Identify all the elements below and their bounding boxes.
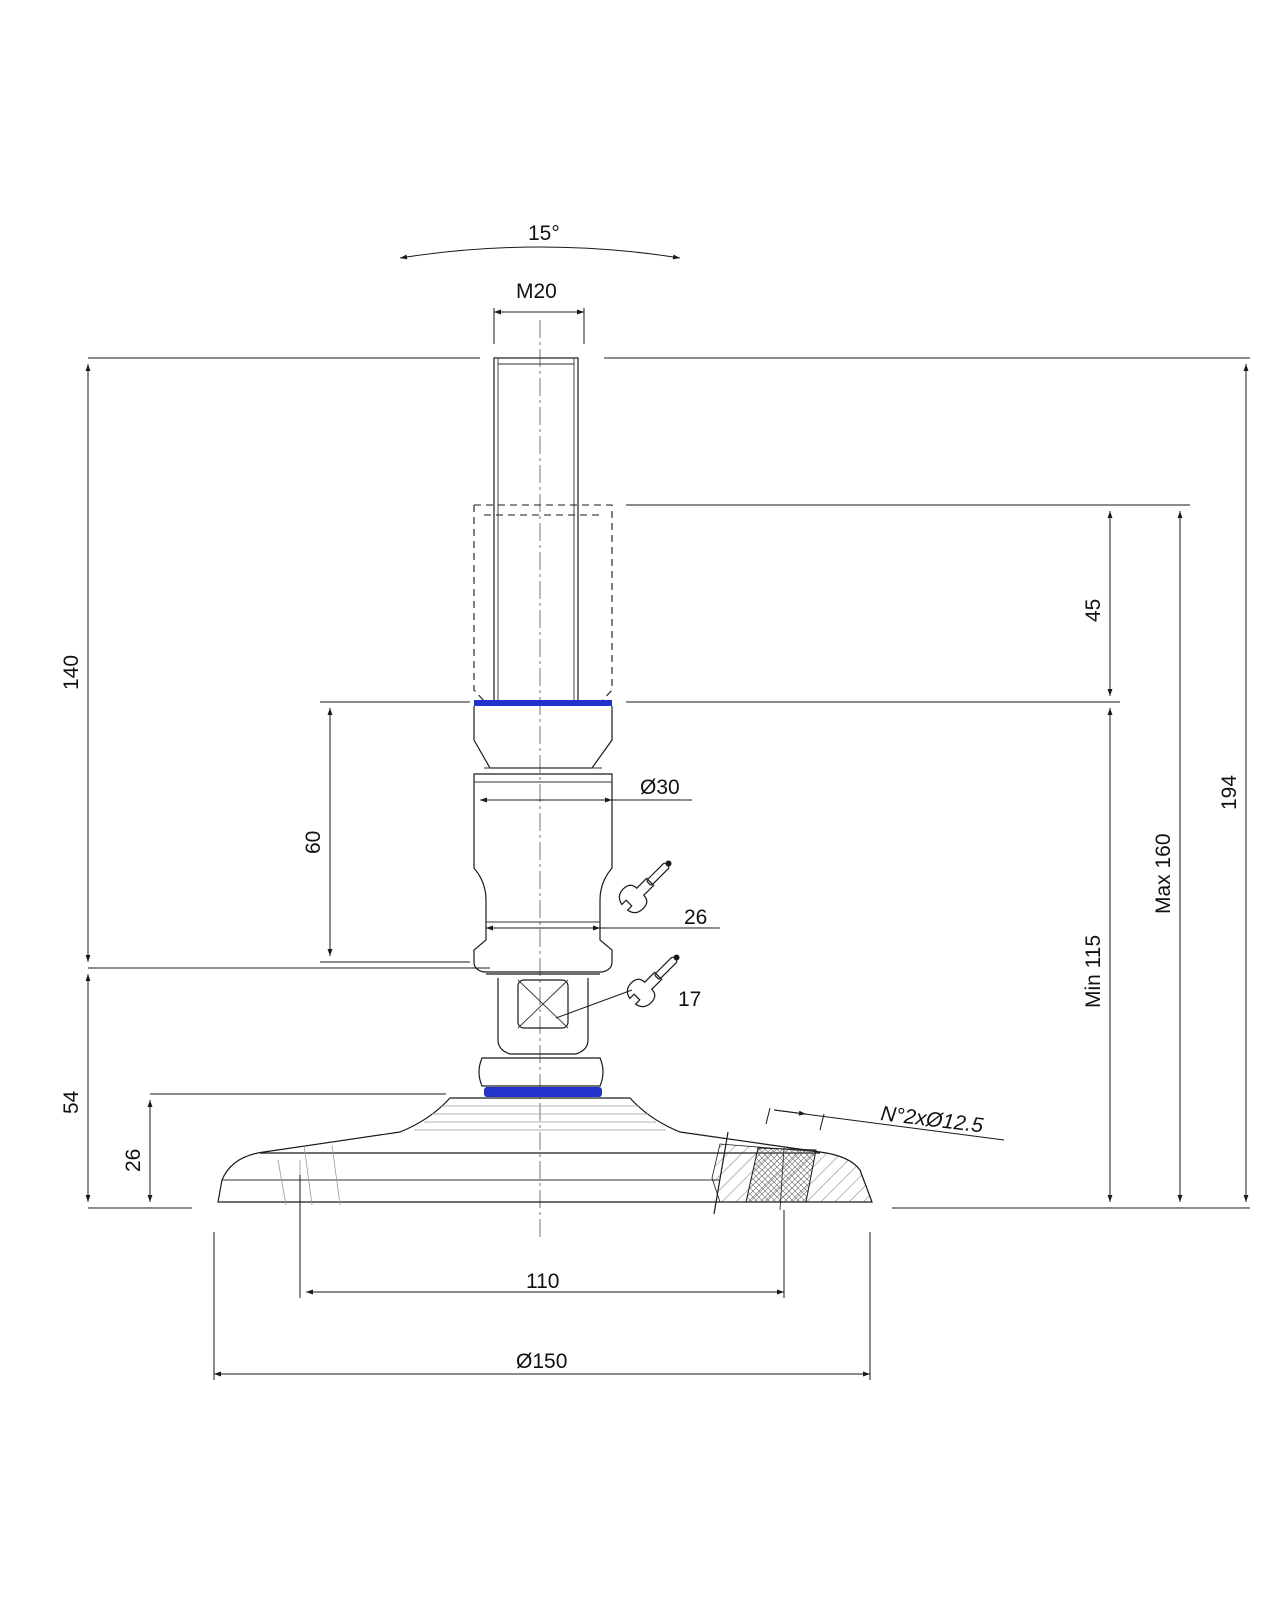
min-height-label: Min 115 xyxy=(1082,935,1105,1008)
wrench-small-label: 17 xyxy=(678,988,701,1011)
wrench-icon xyxy=(626,954,680,1008)
housing-height-label: 60 xyxy=(302,831,325,854)
threaded-stud xyxy=(493,357,579,703)
max-height-label: Max 160 xyxy=(1152,833,1175,914)
housing-diameter-label: Ø30 xyxy=(640,776,680,799)
extension-lines xyxy=(88,308,1250,1380)
extended-housing-outline xyxy=(473,504,613,703)
base-diameter-label: Ø150 xyxy=(516,1350,567,1373)
housing-body xyxy=(473,706,613,973)
total-height-label: 140 xyxy=(60,655,83,690)
hole-spacing-label: 110 xyxy=(526,1270,559,1293)
seal-ring-bottom xyxy=(484,1087,602,1097)
wrench-large-label: 26 xyxy=(684,906,707,929)
stroke-top-label: 45 xyxy=(1082,599,1105,622)
thread-label: M20 xyxy=(516,280,557,303)
lower-height-label: 54 xyxy=(60,1090,83,1114)
holes-label: N°2xØ12.5 xyxy=(879,1102,984,1137)
angle-label: 15° xyxy=(528,222,560,245)
dimension-lines xyxy=(85,246,1249,1377)
overall-height-label: 194 xyxy=(1218,775,1241,810)
ball-joint xyxy=(478,973,604,1087)
seal-ring-top xyxy=(474,700,612,706)
base-plate xyxy=(217,1097,873,1215)
base-height-label: 26 xyxy=(122,1149,145,1172)
wrench-icon xyxy=(618,860,672,914)
